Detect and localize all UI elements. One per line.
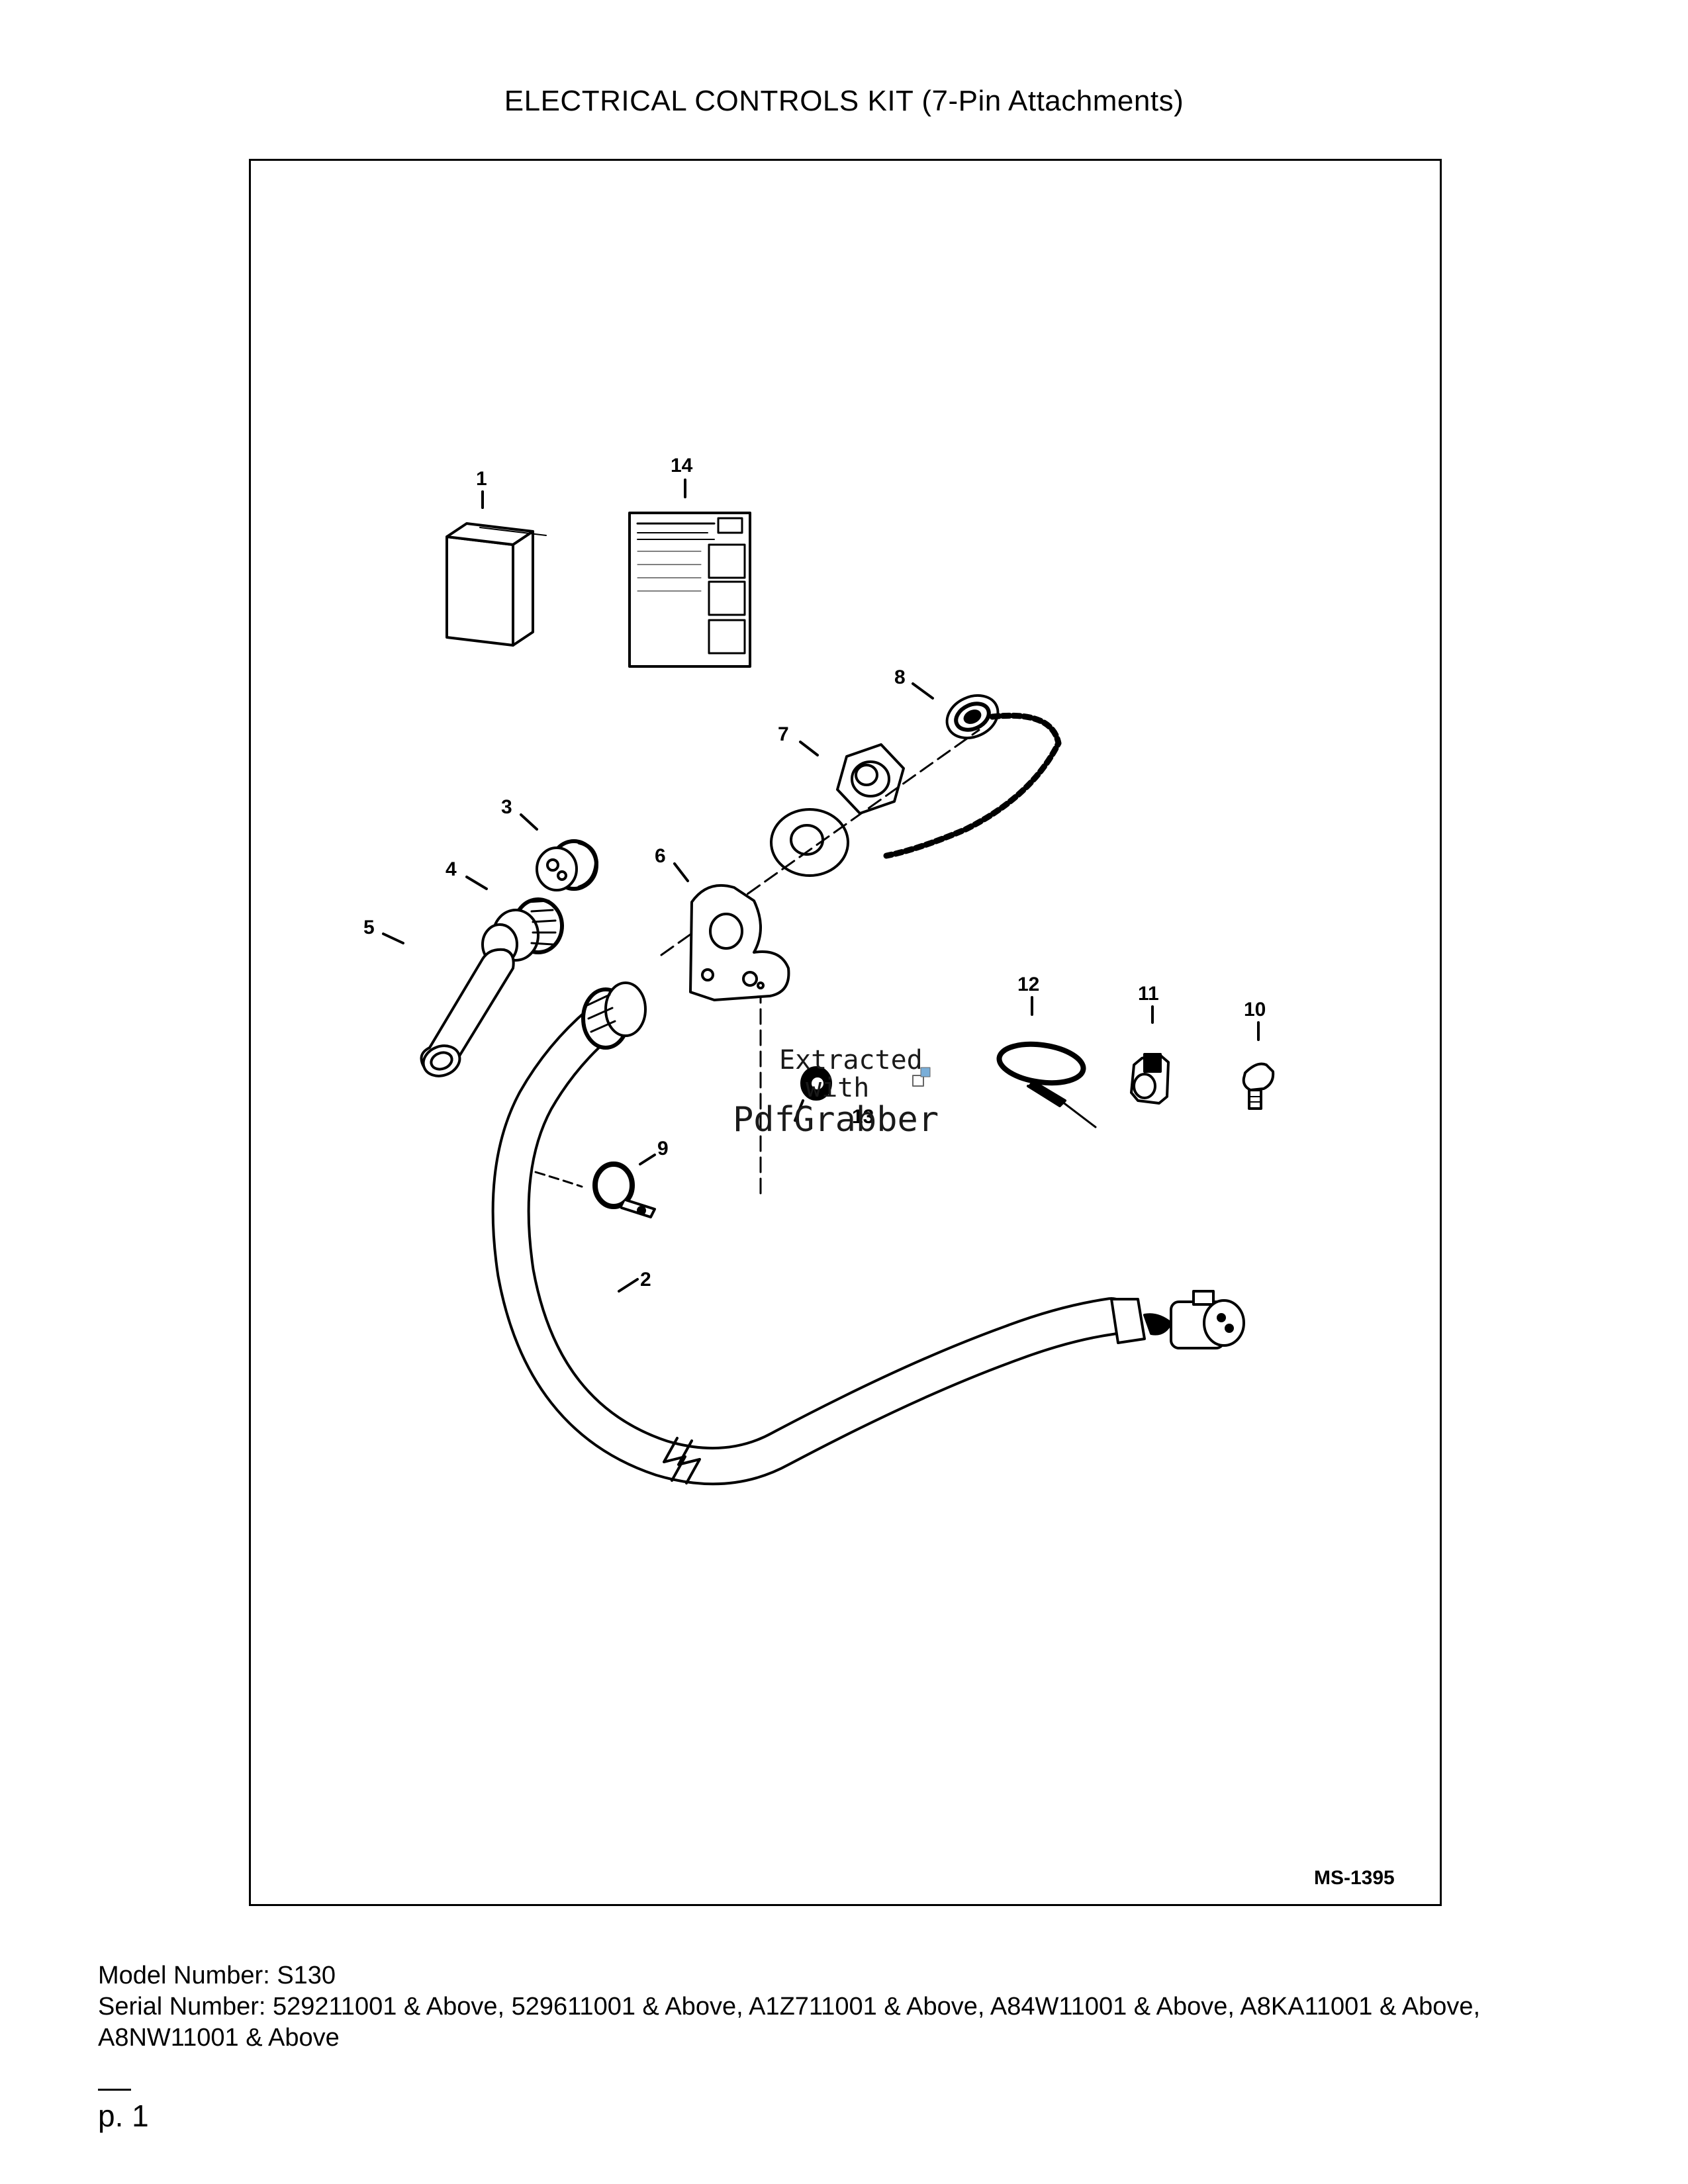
pdfgrabber-watermark: Extracted with Pdf Grabber [733, 1045, 939, 1140]
leader-6 [673, 862, 689, 882]
watermark-line1: Extracted [779, 1045, 923, 1075]
watermark-line2: with [806, 1073, 869, 1103]
footer-info: Model Number: S130 Serial Number: 529211… [98, 1960, 1601, 2054]
callout-13: 13 [852, 1106, 874, 1128]
watermark-logo-icon [912, 1075, 924, 1087]
part-5-boot-sleeve [420, 948, 515, 1077]
callout-6: 6 [655, 845, 666, 867]
leader-3 [520, 813, 538, 831]
watermark-brand-a: Pdf [733, 1100, 795, 1140]
washer [770, 808, 849, 877]
leader-9 [639, 1154, 656, 1165]
leader-5 [382, 933, 404, 944]
callout-2: 2 [640, 1269, 651, 1291]
leader-7 [799, 741, 819, 756]
part-12-cable-tie [996, 1041, 1097, 1128]
page-number: p. 1 [98, 2099, 149, 2133]
part-11-ring-terminal [1130, 1053, 1170, 1105]
part-10-toggle-switch [1242, 1062, 1275, 1110]
watermark-brand-b: Grabber [794, 1100, 939, 1140]
page-title: ELECTRICAL CONTROLS KIT (7-Pin Attachmen… [504, 85, 1184, 117]
part-3-receptacle [536, 839, 598, 891]
leader-8 [912, 682, 934, 700]
leader-4 [465, 876, 488, 890]
callout-10: 10 [1244, 999, 1266, 1021]
callout-4: 4 [445, 858, 457, 880]
part-14-instruction-sheet [628, 512, 751, 668]
leader-2 [618, 1278, 639, 1293]
part-6-mounting-bracket [689, 884, 790, 1001]
page-rule [98, 2089, 131, 2091]
part-13-screw [794, 1066, 832, 1122]
part-8-dust-cap [883, 694, 1062, 859]
parts-diagram: 1 14 8 [363, 455, 1395, 1889]
part-7-hex-nut [836, 743, 905, 815]
callout-3: 3 [501, 796, 512, 818]
callout-5: 5 [363, 917, 375, 938]
callout-9: 9 [657, 1138, 669, 1160]
callout-1: 1 [476, 468, 487, 490]
callout-12: 12 [1017, 974, 1039, 995]
serial-number: Serial Number: 529211001 & Above, 529611… [98, 1993, 1481, 2052]
parts-diagram-frame: 1 14 8 [249, 159, 1442, 1906]
callout-7: 7 [778, 723, 789, 745]
callout-11: 11 [1138, 983, 1159, 1005]
part-1-box-illustration [445, 522, 547, 647]
part-9-cable-clamp [534, 1161, 656, 1218]
part-2-wire-harness [491, 981, 1245, 1486]
callout-14: 14 [671, 455, 693, 477]
callout-8: 8 [894, 666, 906, 688]
drawing-code: MS-1395 [1314, 1867, 1395, 1889]
model-number: Model Number: S130 [98, 1962, 336, 1989]
